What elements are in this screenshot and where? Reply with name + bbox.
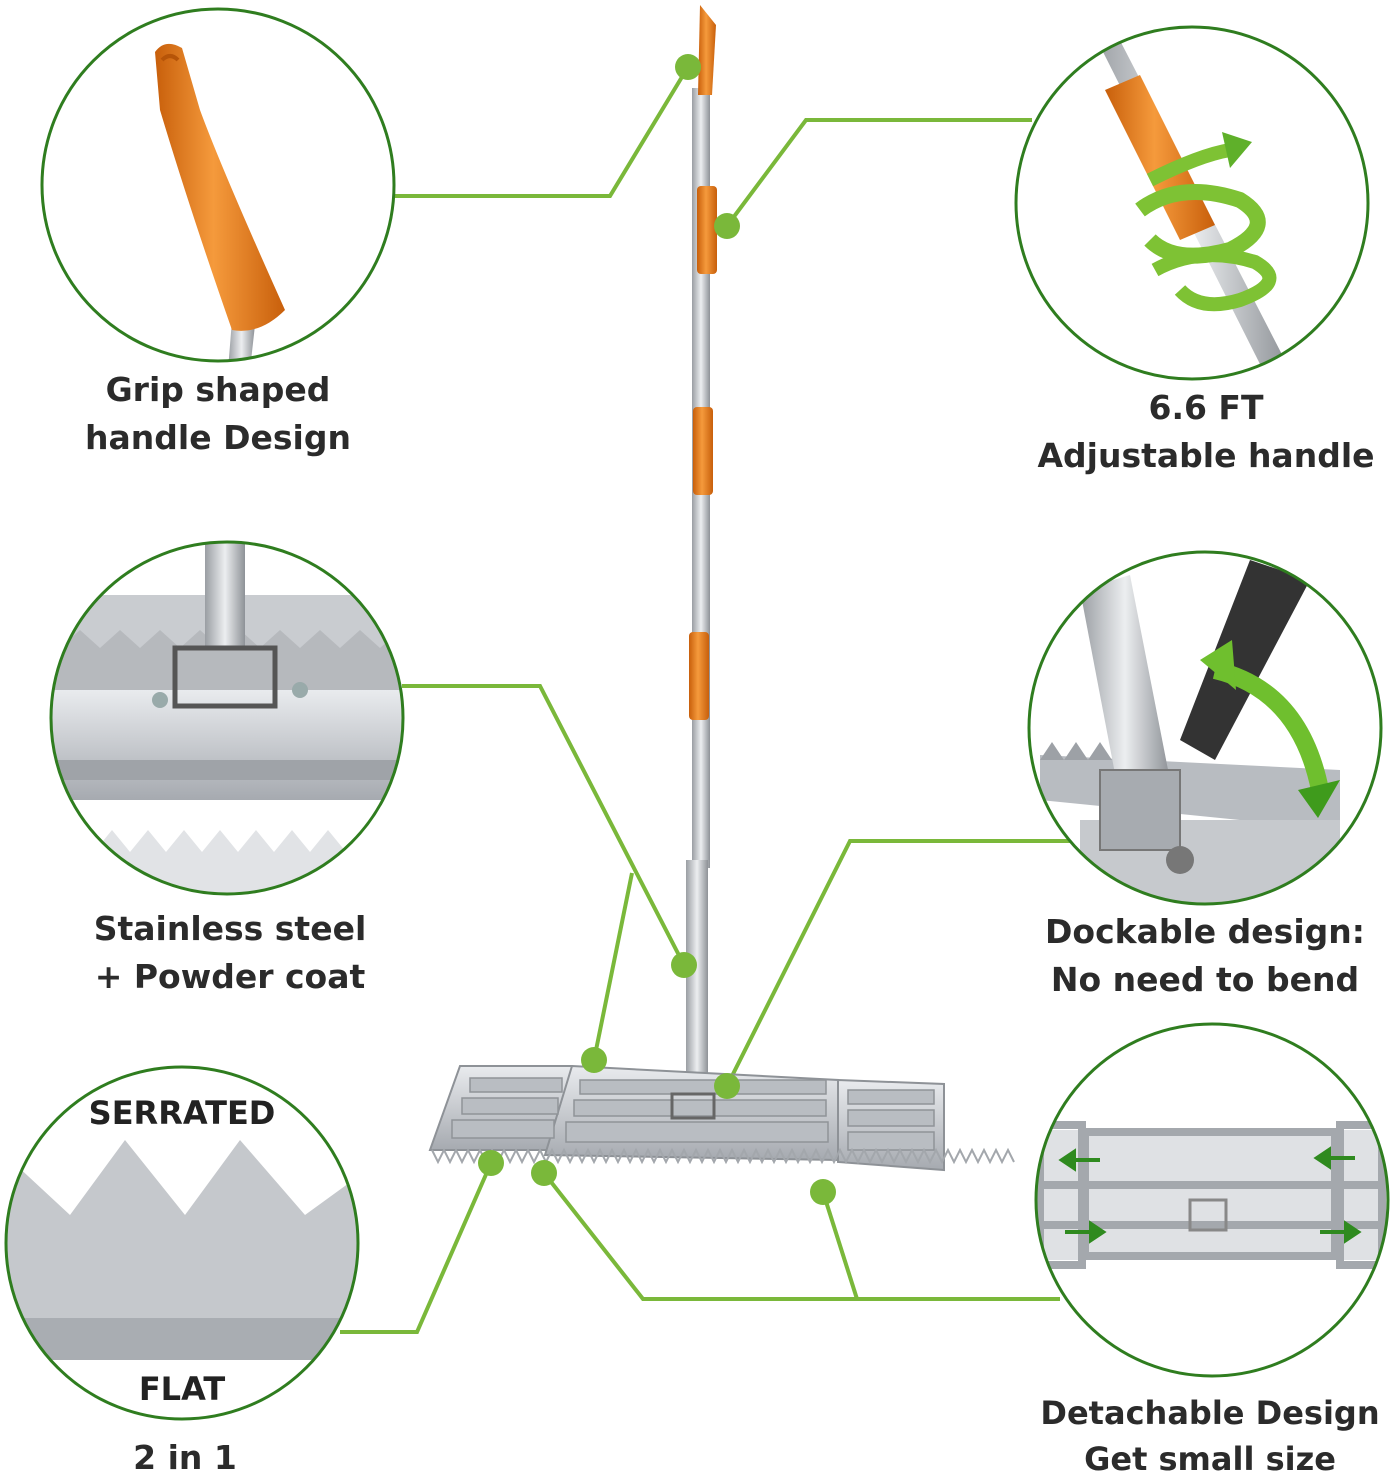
telescopic-handle-icon xyxy=(1014,25,1370,381)
steel-bracket-icon xyxy=(49,540,405,896)
caption-line: 2 in 1 xyxy=(133,1438,237,1477)
caption-line: Stainless steel xyxy=(93,909,367,948)
caption-line: Get small size xyxy=(1084,1440,1336,1478)
flat-label: FLAT xyxy=(138,1370,226,1408)
caption-line: handle Design xyxy=(85,418,351,457)
caption-line: Adjustable handle xyxy=(1037,436,1375,475)
caption-dockable: Dockable design: No need to bend xyxy=(1040,908,1370,1004)
connector-dots xyxy=(478,54,836,1205)
grip-handle-icon xyxy=(40,7,396,363)
caption-material: Stainless steel + Powder coat xyxy=(80,905,380,1001)
caption-line: No need to bend xyxy=(1050,960,1360,999)
caption-detachable: Detachable Design Get small size xyxy=(1030,1390,1390,1482)
serrated-label: SERRATED xyxy=(88,1094,276,1132)
caption-line: Detachable Design xyxy=(1040,1394,1380,1432)
caption-adjustable: 6.6 FT Adjustable handle xyxy=(1030,384,1382,480)
caption-line: 6.6 FT xyxy=(1148,388,1264,427)
main-product xyxy=(428,5,1015,1172)
rake-head xyxy=(428,1064,1015,1172)
caption-line: + Powder coat xyxy=(94,957,366,996)
caption-line: Grip shaped xyxy=(105,370,331,409)
connector-lines xyxy=(340,65,1072,1334)
caption-line: Dockable design: xyxy=(1045,912,1365,951)
dock-hinge-icon xyxy=(1027,550,1383,906)
caption-two-in-one: 2 in 1 xyxy=(85,1434,285,1482)
caption-grip: Grip shaped handle Design xyxy=(68,366,368,462)
detachable-frame-icon xyxy=(1034,1022,1390,1378)
serrated-flat-edge-icon xyxy=(4,1065,360,1421)
